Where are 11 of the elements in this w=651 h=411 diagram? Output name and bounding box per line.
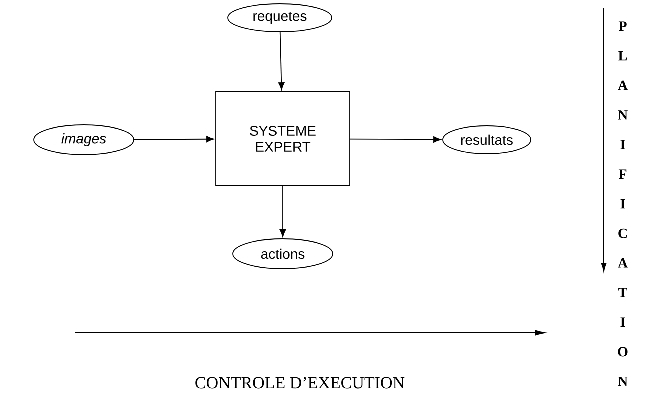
process-box: SYSTEME EXPERT	[216, 92, 350, 186]
arrow	[278, 32, 285, 90]
vertical-label: PLANIFICATION	[618, 22, 628, 386]
arrow	[280, 186, 286, 238]
arrow	[350, 136, 442, 143]
oval-node: requetes	[228, 4, 332, 32]
arrow	[134, 136, 214, 143]
oval-node: resultats	[442, 126, 532, 154]
oval-node: actions	[232, 238, 334, 270]
oval-node: images	[34, 124, 134, 156]
axis-label: CONTROLE D’EXECUTION	[196, 377, 405, 389]
